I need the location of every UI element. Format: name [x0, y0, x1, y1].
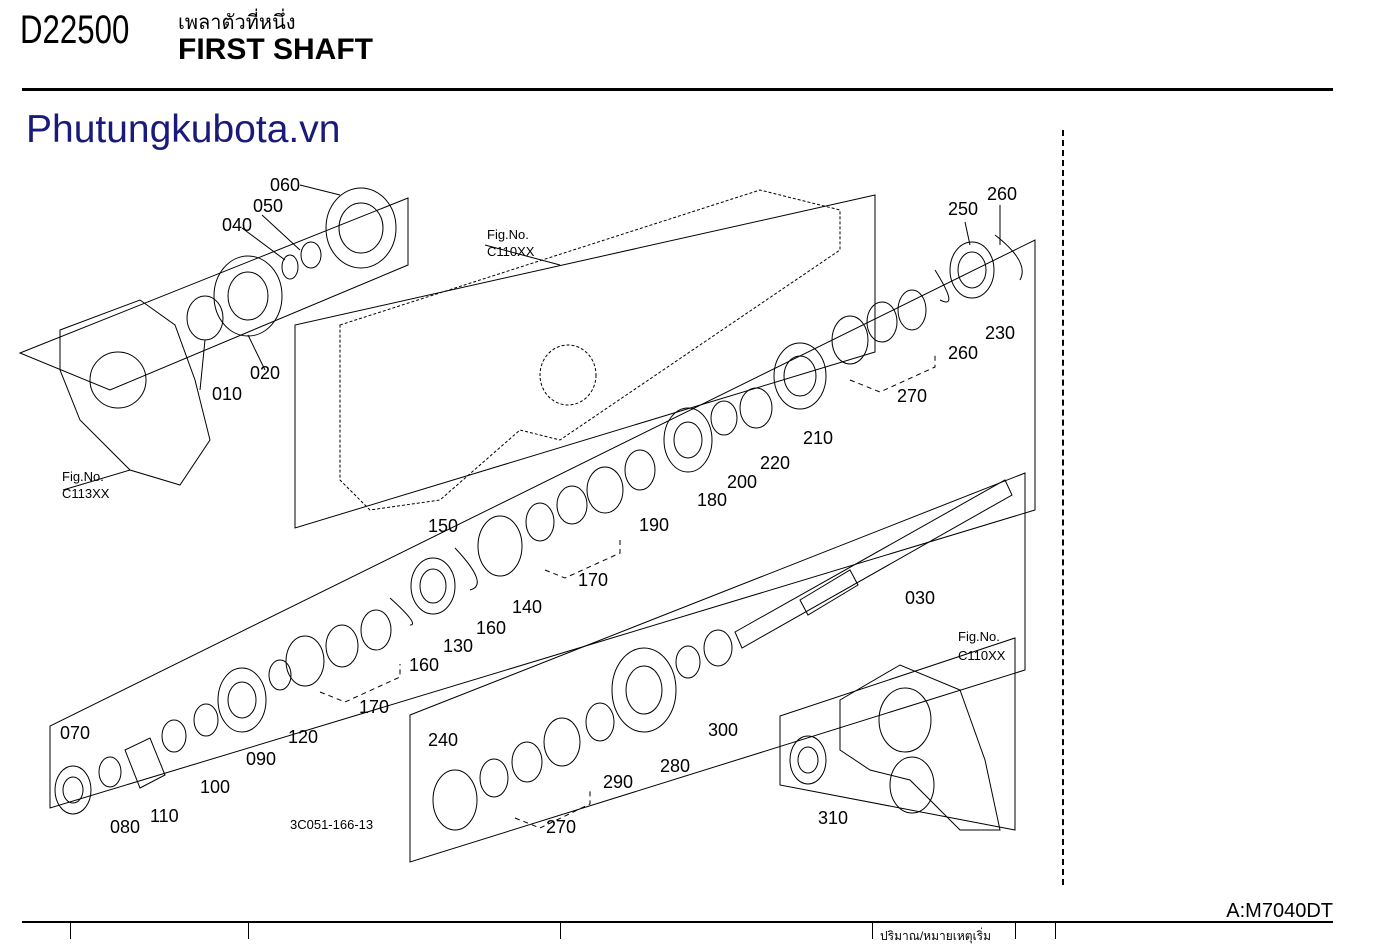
part-100: 100 [200, 777, 230, 797]
drawing-number: 3C051-166-13 [290, 817, 373, 832]
gearcase-bore [89, 351, 147, 409]
sync-ring-270a [897, 289, 927, 331]
part-260a: 260 [987, 184, 1017, 204]
top-left-panel [18, 197, 409, 391]
hub-130 [410, 557, 456, 615]
part-210: 210 [803, 428, 833, 448]
part-120: 120 [288, 727, 318, 747]
part-290: 290 [603, 772, 633, 792]
gear-280 [611, 647, 677, 733]
part-280: 280 [660, 756, 690, 776]
table-divider [560, 923, 561, 939]
bearing-010 [186, 295, 224, 341]
part-270b: 270 [546, 817, 576, 837]
sleeve-140 [477, 515, 523, 577]
ring-120 [268, 659, 292, 691]
part-160b: 160 [409, 655, 439, 675]
part-170b: 170 [359, 697, 389, 717]
footer-rule [22, 921, 1333, 923]
collar-110 [124, 737, 166, 789]
gear-020 [213, 255, 283, 337]
part-020: 020 [250, 363, 280, 383]
table-divider [1055, 923, 1056, 939]
part-190: 190 [639, 515, 669, 535]
snap-ring-040 [281, 254, 299, 280]
part-040: 040 [222, 215, 252, 235]
table-divider [70, 923, 71, 939]
part-140: 140 [512, 597, 542, 617]
washer-300a [703, 629, 733, 667]
gear-210 [773, 342, 827, 410]
watermark: Phutungkubota.vn [26, 108, 341, 151]
sleeve-240 [432, 769, 478, 831]
part-230: 230 [985, 323, 1015, 343]
main-shaft-panel [49, 239, 1036, 809]
table-divider [872, 923, 873, 939]
footer-note: ปริมาณ/หมายเหตุเริ่ม [880, 929, 992, 943]
fig-ref-2: C110XX [487, 244, 535, 259]
part-200: 200 [727, 472, 757, 492]
part-110: 110 [150, 806, 179, 826]
table-divider [1015, 923, 1016, 939]
gear-060 [325, 187, 397, 269]
part-060: 060 [270, 175, 300, 195]
bearing-220 [739, 387, 773, 429]
part-150: 150 [428, 516, 458, 536]
hub-230 [949, 241, 995, 299]
bearing-100b [161, 719, 187, 753]
part-070: 070 [60, 723, 90, 743]
part-090: 090 [246, 749, 276, 769]
bearing-310 [789, 735, 827, 785]
bearing-100a [193, 703, 219, 737]
housing-panel [294, 194, 876, 529]
fig-label-1: Fig.No. [62, 469, 104, 484]
part-080: 080 [110, 817, 140, 837]
gear-090 [217, 667, 267, 733]
part-030: 030 [905, 588, 935, 608]
part-160a: 160 [476, 618, 506, 638]
part-220: 220 [760, 453, 790, 473]
part-170a: 170 [578, 570, 608, 590]
ring-200 [710, 400, 738, 436]
housing2-panel [779, 637, 1016, 831]
part-050: 050 [253, 196, 283, 216]
fig-ref-3: C110XX [958, 648, 1006, 663]
fig-label-3: Fig.No. [958, 629, 1000, 644]
ring-080 [98, 756, 122, 788]
bearing-190 [624, 449, 656, 491]
part-300: 300 [708, 720, 738, 740]
transmission-case [339, 189, 841, 511]
part-310: 310 [818, 808, 848, 828]
snap-ring-260b [934, 269, 950, 303]
bearing-housing [839, 664, 1001, 831]
dashed-divider [1062, 130, 1064, 885]
page-code: D22500 [20, 8, 130, 52]
fig-label-2: Fig.No. [487, 227, 529, 242]
shaft-panel [409, 472, 1026, 863]
washer-300b [675, 645, 701, 679]
part-270a: 270 [897, 386, 927, 406]
snap-ring-160b [389, 597, 413, 626]
model-code: A:M7040DT [1226, 900, 1333, 922]
part-240: 240 [428, 730, 458, 750]
ring-050 [300, 241, 322, 269]
bearing-290 [585, 702, 615, 742]
snap-ring-160a [454, 547, 478, 591]
part-130: 130 [443, 636, 473, 656]
part-010: 010 [212, 384, 242, 404]
thai-title: เพลาตัวที่หนึ่ง [178, 12, 296, 34]
gearcase-housing [59, 299, 211, 486]
first-shaft-030 [734, 479, 1013, 649]
header-rule [22, 88, 1333, 91]
part-180: 180 [697, 490, 727, 510]
part-260b: 260 [948, 343, 978, 363]
table-divider [248, 923, 249, 939]
part-250: 250 [948, 199, 978, 219]
page-title: FIRST SHAFT [178, 33, 373, 66]
fig-ref-1: C113XX [62, 486, 110, 501]
gear-180 [663, 407, 713, 473]
bearing-070 [54, 765, 92, 815]
